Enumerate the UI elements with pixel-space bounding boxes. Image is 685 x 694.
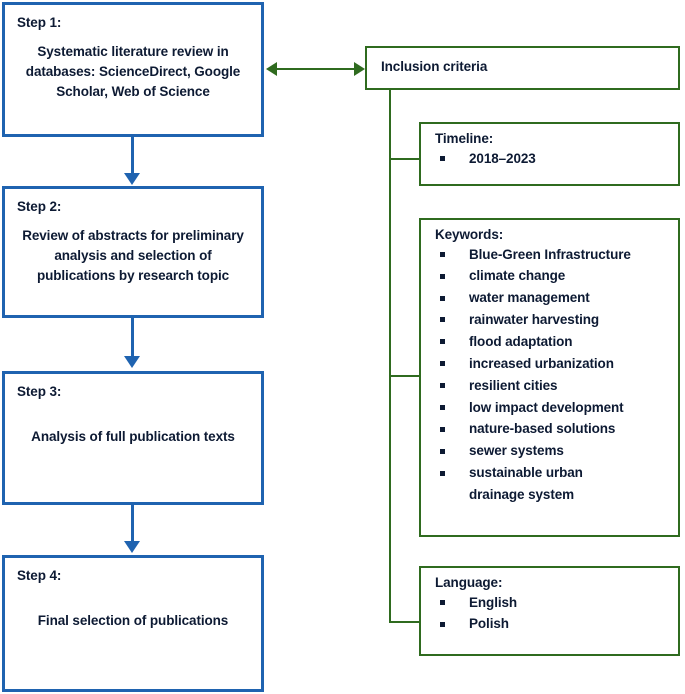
bullet-square-icon	[440, 599, 445, 605]
bullet-square-icon	[440, 448, 445, 454]
list-item: flood adaptation	[435, 331, 668, 353]
language-title: Language:	[435, 575, 503, 590]
list-item-label: Blue-Green Infrastructure	[469, 246, 631, 262]
list-item: Blue-Green Infrastructure	[435, 244, 668, 266]
timeline-list: 2018–2023	[435, 148, 668, 170]
bullet-square-icon	[440, 339, 445, 345]
connector-arrow-1-2	[124, 173, 140, 185]
criteria-link-arrow-right	[354, 62, 365, 76]
connector-line-3-4	[131, 505, 134, 543]
list-item: Polish	[435, 613, 668, 635]
keywords-title: Keywords:	[435, 227, 504, 242]
step-1-label: Step 1:	[17, 15, 62, 30]
list-item-label: 2018–2023	[469, 150, 536, 166]
criteria-branch-language	[389, 621, 420, 623]
list-item-label: English	[469, 594, 518, 610]
list-item: climate change	[435, 265, 668, 287]
connector-line-1-2	[131, 137, 134, 175]
list-item-label: flood adaptation	[469, 333, 573, 349]
list-item: increased urbanization	[435, 353, 668, 375]
list-item-label: nature-based solutions	[469, 421, 616, 437]
list-item: sustainable urban drainage system	[435, 462, 668, 506]
bullet-square-icon	[440, 295, 445, 301]
inclusion-criteria-title: Inclusion criteria	[381, 59, 488, 75]
list-item: rainwater harvesting	[435, 309, 668, 331]
step-1-body: Systematic literature review in database…	[25, 43, 241, 100]
step-4-body: Final selection of publications	[37, 612, 229, 628]
list-item-label: climate change	[469, 268, 566, 284]
connector-arrow-3-4	[124, 541, 140, 553]
criteria-group-timeline: Timeline: 2018–2023	[419, 122, 680, 186]
language-list: English Polish	[435, 592, 668, 636]
list-item-label: water management	[469, 290, 590, 306]
list-item: resilient cities	[435, 375, 668, 397]
bullet-square-icon	[440, 361, 445, 367]
list-item: nature-based solutions	[435, 418, 668, 440]
bullet-square-icon	[440, 383, 445, 389]
bullet-square-icon	[440, 155, 445, 161]
list-item-label: low impact development	[469, 399, 624, 415]
step-3-body: Analysis of full publication texts	[31, 428, 235, 444]
step-2-body: Review of abstracts for preliminary anal…	[22, 227, 244, 284]
step-2-label: Step 2:	[17, 199, 62, 214]
step-box-4: Step 4: Final selection of publications	[2, 555, 264, 692]
bullet-square-icon	[440, 426, 445, 432]
bullet-square-icon	[440, 470, 445, 476]
list-item-label: Polish	[469, 616, 509, 632]
step-box-2: Step 2: Review of abstracts for prelimin…	[2, 186, 264, 318]
criteria-link-arrow-left	[266, 62, 277, 76]
bullet-square-icon	[440, 317, 445, 323]
inclusion-criteria-header-box: Inclusion criteria	[365, 46, 680, 90]
list-item: sewer systems	[435, 440, 668, 462]
bullet-square-icon	[440, 621, 445, 627]
step-box-3: Step 3: Analysis of full publication tex…	[2, 371, 264, 505]
list-item: low impact development	[435, 397, 668, 419]
list-item: 2018–2023	[435, 148, 668, 170]
bullet-square-icon	[440, 273, 445, 279]
criteria-trunk-line	[389, 90, 391, 623]
step-box-1: Step 1: Systematic literature review in …	[2, 2, 264, 137]
list-item: water management	[435, 287, 668, 309]
criteria-group-language: Language: English Polish	[419, 566, 680, 656]
connector-line-2-3	[131, 318, 134, 358]
criteria-link-line	[276, 68, 356, 70]
connector-arrow-2-3	[124, 356, 140, 368]
list-item-label: resilient cities	[469, 377, 558, 393]
timeline-title: Timeline:	[435, 131, 494, 146]
list-item: English	[435, 592, 668, 614]
step-3-label: Step 3:	[17, 384, 62, 399]
criteria-group-keywords: Keywords: Blue-Green Infrastructure clim…	[419, 218, 680, 537]
criteria-branch-timeline	[389, 158, 420, 160]
list-item-label: increased urbanization	[469, 355, 614, 371]
keywords-list: Blue-Green Infrastructure climate change…	[435, 244, 668, 506]
bullet-square-icon	[440, 404, 445, 410]
criteria-branch-keywords	[389, 375, 420, 377]
list-item-label: sustainable urban drainage system	[469, 465, 583, 502]
list-item-label: rainwater harvesting	[469, 312, 600, 328]
list-item-label: sewer systems	[469, 443, 564, 459]
step-4-label: Step 4:	[17, 568, 62, 583]
bullet-square-icon	[440, 251, 445, 257]
